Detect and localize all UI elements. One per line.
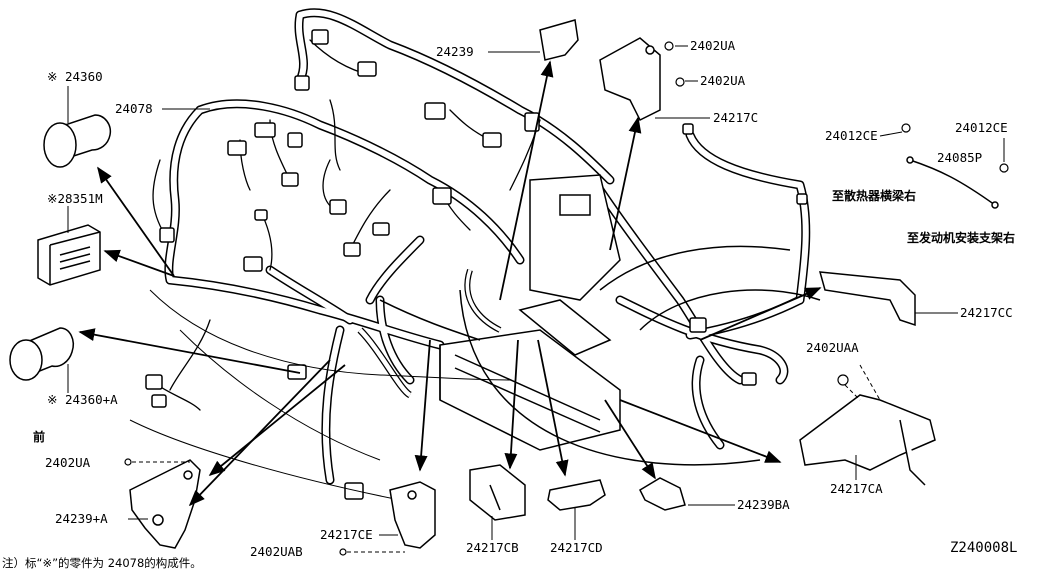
routing-outlines [129,289,511,501]
bracket-24217cc [818,271,916,327]
label-24217cc: 24217CC [960,305,1013,320]
note-engine-mount-bracket: 至发动机安装支架右 [907,231,1016,245]
label-24239a: 24239+A [55,511,108,526]
label-2402uaa: 2402UAA [806,340,859,355]
label-24217cd: 24217CD [550,540,603,555]
part-24360a-cap [9,327,74,381]
part-28351m-module [37,224,101,286]
label-24078: 24078 [115,101,153,116]
bracket-24217ce [389,481,436,549]
bracket-24239a [129,459,201,549]
label-28351m: ※28351M [47,191,103,206]
label-24239: 24239 [436,44,474,59]
bracket-24217cb [469,464,526,521]
label-2402uab: 2402UAB [250,544,303,559]
dashed-leader-lines [132,364,881,553]
diagram-id: Z240008L [950,540,1018,556]
bracket-24217ca [799,394,936,486]
footnote: 注）标“※”的零件为 24078的构成件。 [2,556,202,570]
label-leader-lines [67,45,1005,540]
label-24217ce: 24217CE [320,527,373,542]
part-24360-cap [43,114,112,168]
harness-connectors [145,29,808,500]
label-front: 前 [33,430,46,444]
label-24217c: 24217C [713,110,759,125]
label-24012ce-left: 24012CE [825,128,878,143]
bolts [124,41,1009,556]
bracket-24217c [599,37,661,122]
pointer-arrows [78,60,822,507]
label-24239ba: 24239BA [737,497,790,512]
label-24012ce-right: 24012CE [955,120,1008,135]
label-2402ua-top2: 2402UA [700,73,746,88]
label-24360a: ※ 24360+A [47,392,118,407]
label-24217ca: 24217CA [830,481,883,496]
note-radiator-core-support: 至散热器横梁右 [832,189,917,203]
fuse-box [357,174,821,466]
label-24085p: 24085P [937,150,983,165]
label-2402ua-left: 2402UA [45,455,91,470]
label-24217cb: 24217CB [466,540,519,555]
label-2402ua-top1: 2402UA [690,38,736,53]
bracket-24239 [539,19,579,61]
bracket-24217cd [547,479,606,511]
bracket-24239ba [639,477,686,511]
label-24360: ※ 24360 [47,69,103,84]
cable-24085p [906,156,999,209]
